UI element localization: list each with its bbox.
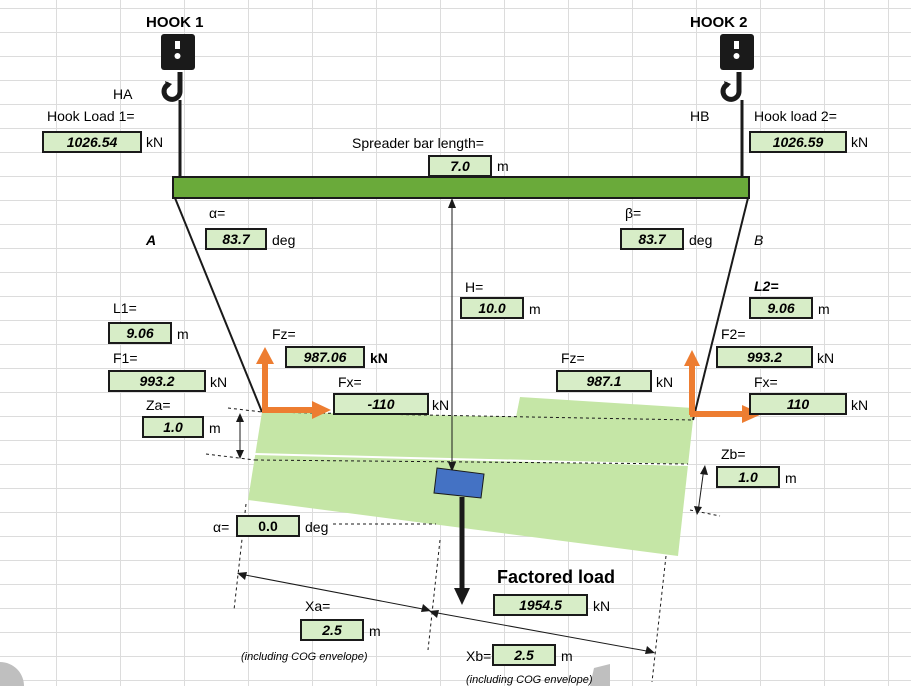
- load-tilt-unit: deg: [305, 519, 329, 535]
- right-fz-label: Fz=: [561, 350, 585, 366]
- load-tilt-field[interactable]: 0.0: [236, 515, 300, 537]
- f2-label: F2=: [721, 326, 746, 342]
- zb-unit: m: [785, 470, 797, 486]
- left-fx-field[interactable]: -110: [333, 393, 429, 415]
- l1-label: L1=: [113, 300, 137, 316]
- cog-block: [433, 467, 485, 499]
- left-fx-label: Fx=: [338, 374, 362, 390]
- xb-field[interactable]: 2.5: [492, 644, 556, 666]
- beta-field[interactable]: 83.7: [620, 228, 684, 250]
- load-upper-block: [512, 397, 693, 437]
- hook-2-load-field[interactable]: 1026.59: [749, 131, 847, 153]
- alpha-label: α=: [209, 205, 226, 221]
- spreader-length-label: Spreader bar length=: [352, 135, 484, 151]
- factored-load-unit: kN: [593, 598, 611, 614]
- hook-2-title: HOOK 2: [690, 14, 748, 31]
- ha-label: HA: [113, 86, 133, 102]
- hook-2-load-unit: kN: [851, 134, 869, 150]
- right-fx-unit: kN: [851, 397, 869, 413]
- spreader-length-field[interactable]: 7.0: [428, 155, 492, 177]
- l1-field[interactable]: 9.06: [108, 322, 172, 344]
- beta-unit: deg: [689, 232, 713, 248]
- xa-field[interactable]: 2.5: [300, 619, 364, 641]
- zb-field[interactable]: 1.0: [716, 466, 780, 488]
- za-field[interactable]: 1.0: [142, 416, 204, 438]
- zb-label: Zb=: [721, 446, 746, 462]
- right-fz-field[interactable]: 987.1: [556, 370, 652, 392]
- hb-label: HB: [690, 108, 710, 124]
- left-fz-field[interactable]: 987.06: [285, 346, 365, 368]
- right-fx-field[interactable]: 110: [749, 393, 847, 415]
- beta-label: β=: [625, 205, 642, 221]
- hook-2-icon: [720, 34, 754, 102]
- factored-load-field[interactable]: 1954.5: [493, 594, 588, 616]
- f1-field[interactable]: 993.2: [108, 370, 206, 392]
- l2-unit: m: [818, 301, 830, 317]
- factored-load-title: Factored load: [497, 567, 616, 587]
- f2-unit: kN: [817, 350, 835, 366]
- f1-label: F1=: [113, 350, 138, 366]
- left-sling: [174, 197, 263, 413]
- right-fx-label: Fx=: [754, 374, 778, 390]
- xa-unit: m: [369, 623, 381, 639]
- xa-cog-note: (including COG envelope): [241, 651, 368, 663]
- hook-1-title: HOOK 1: [146, 14, 204, 31]
- hook-1-load-field[interactable]: 1026.54: [42, 131, 142, 153]
- spreader-length-unit: m: [497, 158, 509, 174]
- xb-cog-note: (including COG envelope): [466, 674, 593, 686]
- alpha-unit: deg: [272, 232, 296, 248]
- height-unit: m: [529, 301, 541, 317]
- spreader-bar: [172, 176, 750, 199]
- left-fz-unit: kN: [370, 350, 388, 366]
- l2-label: L2=: [754, 278, 779, 294]
- height-field[interactable]: 10.0: [460, 297, 524, 319]
- load-tilt-label: α=: [213, 519, 230, 535]
- hook-2-load-label: Hook load 2=: [754, 108, 837, 124]
- hook-1-load-label: Hook Load 1=: [47, 108, 135, 124]
- f1-unit: kN: [210, 374, 228, 390]
- hook-1-icon: [161, 34, 195, 102]
- alpha-field[interactable]: 83.7: [205, 228, 267, 250]
- f2-field[interactable]: 993.2: [716, 346, 813, 368]
- za-label: Za=: [146, 397, 171, 413]
- xa-label: Xa=: [305, 598, 331, 614]
- za-unit: m: [209, 420, 221, 436]
- l1-unit: m: [177, 326, 189, 342]
- xb-label: Xb=: [466, 648, 492, 664]
- hook-1-load-unit: kN: [146, 134, 164, 150]
- left-fz-label: Fz=: [272, 326, 296, 342]
- point-b-label: B: [754, 232, 764, 248]
- left-fx-unit: kN: [432, 397, 450, 413]
- right-fz-unit: kN: [656, 374, 674, 390]
- height-label: H=: [465, 279, 484, 295]
- point-a-label: A: [146, 232, 157, 248]
- xb-unit: m: [561, 648, 573, 664]
- l2-field[interactable]: 9.06: [749, 297, 813, 319]
- right-sling: [692, 197, 749, 421]
